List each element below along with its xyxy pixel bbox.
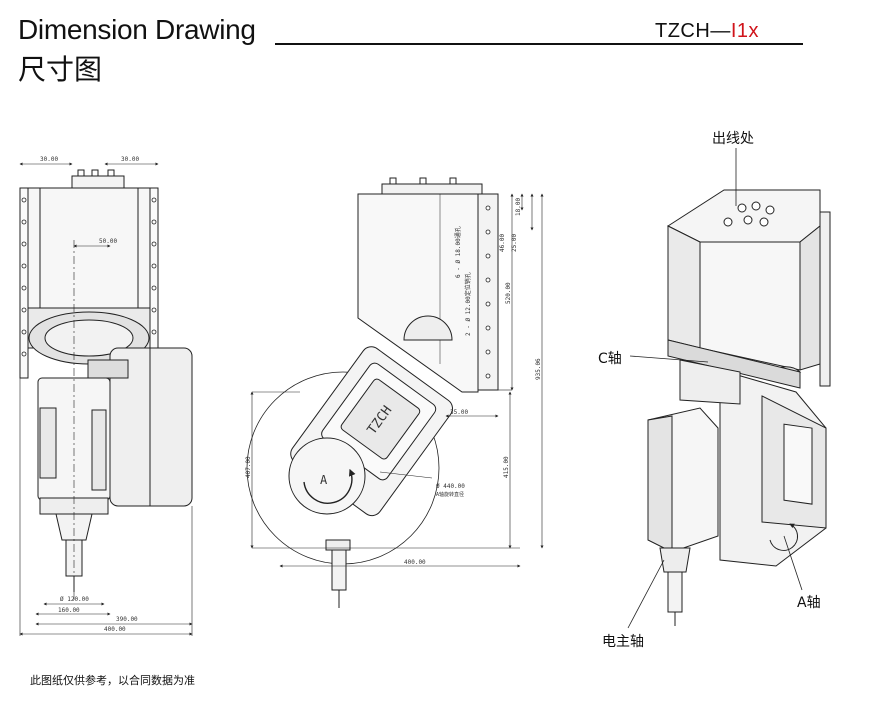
label-spindle: 电主轴 [602, 634, 644, 650]
label-outlet: 出线处 [712, 131, 754, 147]
front-view [19, 162, 193, 636]
dim-front-160: 160.00 [58, 607, 80, 614]
dim-front-390: 390.00 [116, 616, 138, 623]
dim-front-d120: Ø 120.00 [60, 596, 89, 603]
leader-c-axis [629, 355, 709, 363]
dim-side-46: 46.00 [499, 234, 506, 252]
dim-front-30-right: 30.00 [121, 156, 139, 163]
label-a-axis: A轴 [797, 595, 821, 611]
dim-side-520: 520.00 [505, 282, 512, 304]
side-view: TZCH A [246, 177, 544, 608]
note-holes-6: 6 - Ø 18.00通孔 [454, 226, 462, 278]
note-rotation-diameter: A轴旋转直径 [436, 491, 464, 498]
dim-front-30-left: 30.00 [40, 156, 58, 163]
title-underline [275, 43, 803, 45]
label-c-axis: C轴 [598, 351, 622, 367]
leader-a-axis [783, 535, 803, 591]
model-prefix: TZCH— [655, 20, 731, 42]
leader-spindle [627, 559, 665, 629]
dim-side-d440: Ø 440.00 [436, 483, 465, 490]
dim-side-415: 415.00 [503, 456, 510, 478]
title-english: Dimension Drawing [18, 14, 256, 45]
dim-side-407: 407.00 [245, 456, 252, 478]
footer-note: 此图纸仅供参考，以合同数据为准 [30, 674, 195, 687]
dim-side-18: 18.00 [515, 198, 522, 216]
dim-side-400: 400.00 [404, 559, 426, 566]
dim-front-50: 50.00 [99, 238, 117, 245]
model-number: TZCH—I1x [655, 20, 759, 43]
isometric-view [647, 189, 831, 626]
dim-side-25: 25.00 [511, 234, 518, 252]
dim-front-400: 400.00 [104, 626, 126, 633]
title-chinese: 尺寸图 [18, 53, 103, 86]
note-holes-2: 2 - Ø 12.00定位销孔 [464, 272, 472, 336]
svg-text:A: A [320, 473, 328, 487]
model-suffix: I1x [730, 20, 760, 42]
dim-side-35: 35.00 [450, 409, 468, 416]
dim-side-935: 935.06 [535, 358, 542, 380]
